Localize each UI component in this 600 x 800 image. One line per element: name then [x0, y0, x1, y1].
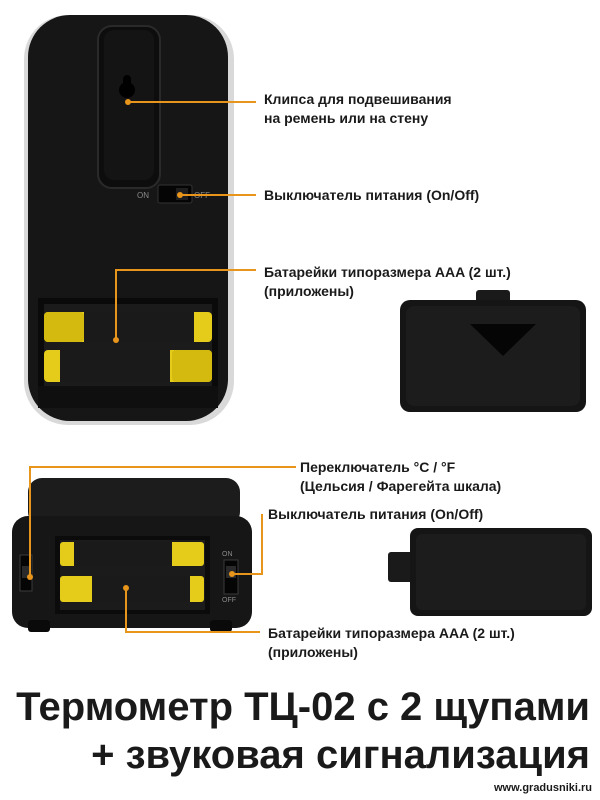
- svg-text:OFF: OFF: [222, 597, 236, 604]
- battery-aaa: [44, 312, 212, 342]
- battery-aaa: [44, 350, 212, 382]
- callout-cf-switch: Переключатель °C / °F (Цельсия / Фарегей…: [300, 459, 502, 494]
- callout-line-clip: [125, 99, 256, 105]
- callout-clip: Клипса для подвешивания на ремень или на…: [264, 91, 452, 126]
- device-back-view: ON OFF: [24, 15, 234, 425]
- battery-cover-top: [400, 290, 586, 412]
- callout-battery-bottom: Батарейки типоразмера AAA (2 шт.) (прило…: [268, 625, 515, 660]
- battery-compartment-bottom: [55, 536, 210, 614]
- svg-text:ON: ON: [222, 551, 233, 558]
- belt-clip: [97, 25, 161, 189]
- website-url: www.gradusniki.ru: [494, 782, 592, 794]
- callout-line-power-top: [177, 192, 256, 198]
- battery-aaa: [60, 576, 204, 602]
- callout-battery-top: Батарейки типоразмера AAA (2 шт.) (прило…: [264, 264, 511, 299]
- page-title-line-2: + звуковая сигнализация: [91, 733, 590, 777]
- callout-line-power-bottom: [229, 514, 263, 577]
- page-title-line-1: Термометр ТЦ-02 с 2 щупами: [16, 685, 590, 729]
- on-mark: ON: [137, 191, 149, 200]
- callout-power-top: Выключатель питания (On/Off): [264, 187, 480, 203]
- callout-line-battery-bottom: [123, 585, 260, 633]
- battery-compartment-top: [38, 298, 218, 408]
- arrow-down-icon: [470, 324, 536, 356]
- callout-line-cf: [27, 466, 296, 580]
- battery-aaa: [60, 542, 204, 566]
- callout-lines: [27, 99, 296, 633]
- callout-power-bottom: Выключатель питания (On/Off): [268, 506, 484, 522]
- callout-line-battery-top: [113, 269, 256, 343]
- device-bottom-view: ON OFF: [12, 478, 252, 632]
- battery-cover-bottom: [388, 528, 592, 616]
